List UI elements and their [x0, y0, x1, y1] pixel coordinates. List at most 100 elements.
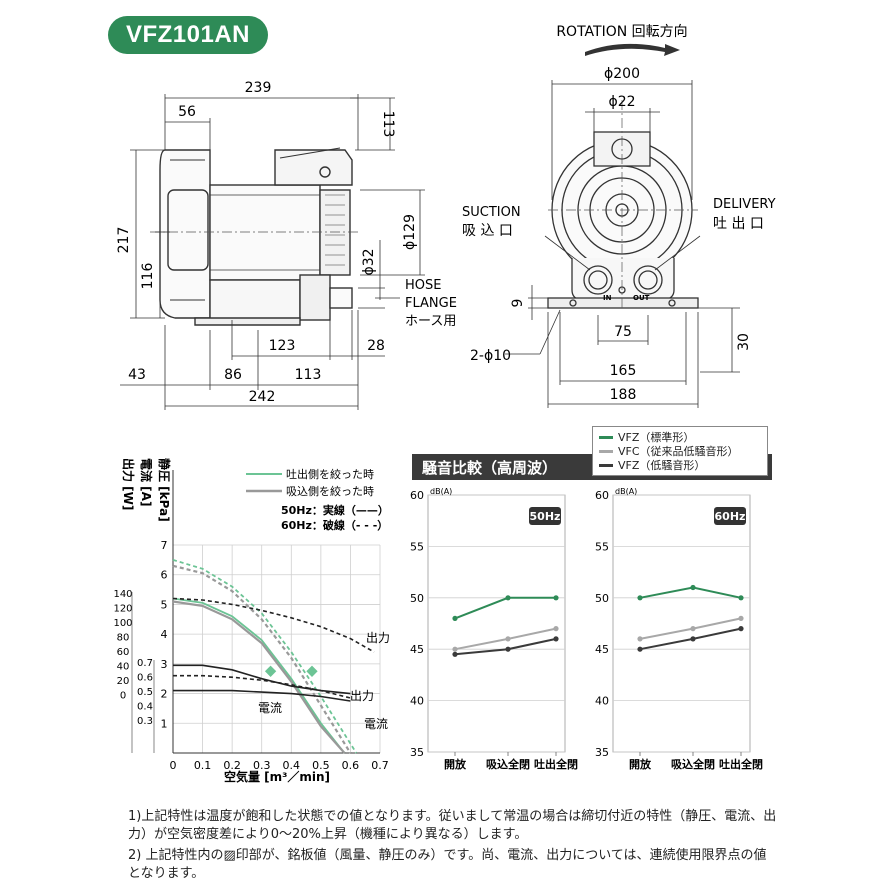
dim-9: 9 [510, 299, 526, 308]
noise-legend: VFZ（標準形） VFC（従来品低騒音形） VFZ（低騒音形） [592, 426, 768, 476]
current-tick-label: 0.4 [137, 702, 153, 713]
power-tick-label: 120 [113, 604, 132, 615]
axis-label-current: 電流 [A] [139, 458, 154, 506]
noise-hz-label: 50Hz [530, 510, 561, 523]
pressure-tick-label: 2 [161, 688, 168, 701]
dim-75: 75 [614, 324, 632, 340]
suction-label-jp: 吸 込 口 [462, 223, 513, 239]
noise-data-point [690, 636, 696, 642]
rotation-label: ROTATION 回転方向 [556, 24, 687, 40]
power-tick-label: 0 [120, 691, 126, 702]
x-tick-label: 0.7 [371, 759, 389, 772]
legend-item-vfc-old: VFC（従来品低騒音形） [599, 444, 761, 458]
power-tick-label: 100 [113, 618, 132, 629]
x-tick-label: 0.1 [194, 759, 212, 772]
hose-label-2: FLANGE [405, 296, 457, 311]
x-tick-label: 0.5 [312, 759, 330, 772]
noise-data-point [738, 615, 744, 622]
dim-188: 188 [610, 387, 637, 403]
power-tick-label: 40 [117, 662, 130, 673]
noise-data-point [553, 626, 559, 632]
curve-50hz [172, 597, 346, 754]
dim-116: 116 [140, 263, 156, 290]
rated-point-marker [306, 665, 318, 677]
current-tick-label: 0.6 [137, 673, 153, 684]
dim-56: 56 [178, 104, 196, 120]
noise-y-tick: 40 [595, 695, 609, 708]
noise-data-point [553, 636, 559, 642]
legend-item-vfz-standard: VFZ（標準形） [599, 430, 761, 444]
dim-phi22: ϕ22 [608, 94, 635, 110]
noise-category-label: 開放 [629, 757, 652, 771]
dim-165: 165 [610, 363, 637, 379]
dim-239: 239 [245, 80, 272, 96]
x-tick-label: 0.4 [283, 759, 301, 772]
footnote-2: 2) 上記特性内の▨印部が、銘板値（風量、静圧のみ）です。尚、電流、出力について… [128, 848, 767, 881]
noise-data-point [505, 646, 511, 652]
curve-60hz [172, 597, 375, 653]
pressure-tick-label: 4 [161, 628, 168, 641]
noise-data-point [452, 615, 458, 622]
dim-242: 242 [249, 389, 276, 405]
curve-label-current-50: 電流 [258, 701, 282, 715]
footnotes: 1)上記特性は温度が飽和した状態での値となります。従いまして常温の場合は締切付近… [128, 808, 778, 886]
x-tick-label: 0.2 [223, 759, 241, 772]
noise-plot-frame [427, 494, 566, 753]
noise-y-tick: 40 [410, 695, 424, 708]
dim-28: 28 [367, 338, 385, 354]
noise-data-point [637, 636, 643, 642]
noise-chart-60hz: 605550454035dB(A)60Hz開放吸込全閉吐出全閉 [595, 487, 763, 771]
noise-data-point [738, 626, 744, 632]
hose-label-1: HOSE [405, 278, 441, 293]
current-tick-label: 0.5 [137, 687, 153, 698]
x-tick-label: 0 [170, 759, 177, 772]
noise-data-point [452, 651, 458, 657]
delivery-label-jp: 吐 出 口 [713, 216, 764, 232]
power-tick-label: 60 [117, 647, 130, 658]
noise-data-point [690, 584, 696, 591]
legend-50hz: 50Hz：実線（——） [281, 503, 389, 517]
noise-category-label: 吸込全閉 [671, 757, 715, 771]
curve-60hz [172, 559, 358, 754]
noise-data-point [505, 595, 511, 601]
curve-label-power-50: 出力 [350, 689, 374, 703]
noise-y-tick: 45 [595, 643, 609, 656]
suction-label-en: SUCTION [462, 205, 521, 220]
out-port-label: OUT [633, 294, 650, 302]
noise-y-tick: 60 [595, 489, 609, 502]
pressure-tick-label: 1 [161, 717, 168, 730]
noise-data-point [738, 595, 744, 601]
front-view-drawing: ROTATION 回転方向 [462, 24, 776, 408]
noise-category-label: 吐出全閉 [534, 757, 578, 771]
noise-y-tick: 35 [410, 746, 424, 759]
rotation-arrow-icon [585, 43, 680, 56]
dim-phi32: ϕ32 [361, 248, 377, 275]
curve-60hz [172, 564, 352, 754]
noise-data-point [690, 626, 696, 632]
noise-y-tick: 55 [410, 540, 424, 553]
noise-hz-badge [529, 507, 561, 525]
dim-113-bottom: 113 [295, 367, 322, 383]
curve-label-power-60: 出力 [366, 631, 390, 645]
noise-hz-badge [714, 507, 746, 525]
legend-suction-throttle: 吸込側を絞った時 [286, 484, 374, 498]
rated-point-marker [264, 665, 277, 677]
curve-label-current-60: 電流 [364, 717, 388, 731]
noise-data-point [637, 595, 643, 601]
footnote-1: 1)上記特性は温度が飽和した状態での値となります。従いまして常温の場合は締切付近… [128, 809, 777, 842]
noise-y-tick: 55 [595, 540, 609, 553]
noise-category-label: 吐出全閉 [719, 757, 763, 771]
dim-217: 217 [116, 227, 132, 254]
noise-y-tick: 45 [410, 643, 424, 656]
noise-y-tick: 35 [595, 746, 609, 759]
delivery-label-en: DELIVERY [713, 197, 776, 212]
curve-50hz [173, 689, 351, 702]
curve-50hz [172, 600, 346, 754]
pressure-tick-label: 3 [161, 658, 168, 671]
noise-data-point [553, 595, 559, 601]
axis-label-power: 出力 [W] [121, 458, 136, 510]
power-tick-label: 80 [117, 633, 130, 644]
dim-phi200: ϕ200 [604, 66, 640, 82]
noise-plot-frame [612, 494, 751, 753]
